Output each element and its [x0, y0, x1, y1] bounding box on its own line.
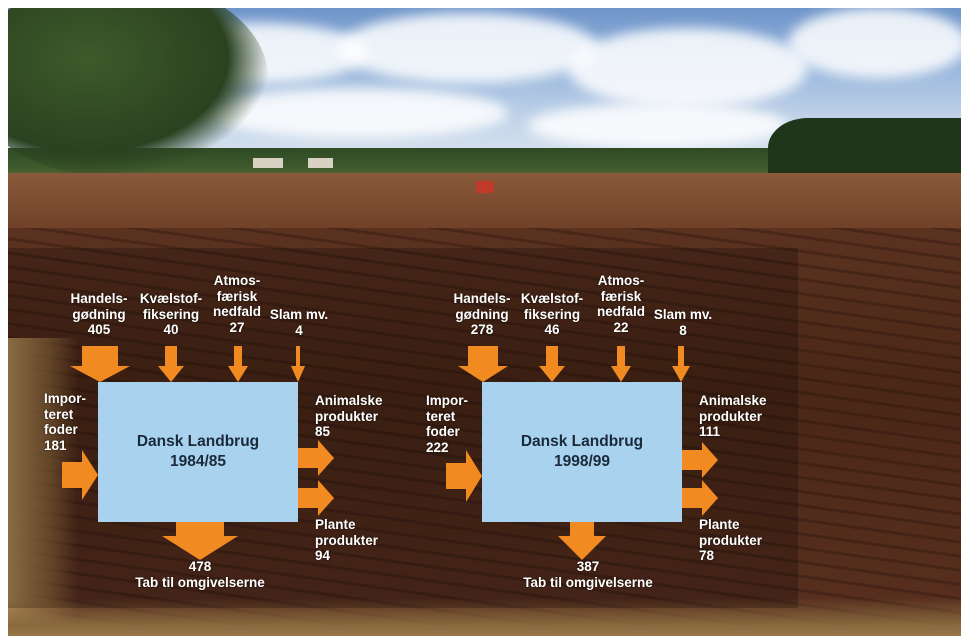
- arrow-foder-1: [62, 450, 98, 500]
- label-handelsgodning-1: Handels- gødning 405: [70, 291, 128, 337]
- box-title: Dansk Landbrug: [520, 433, 644, 450]
- dansk-landbrug-box-2: Dansk Landbrug 1998/99: [482, 382, 682, 522]
- label-animalske-2: Animalske produkter 111: [699, 393, 767, 439]
- arrow-foder-2: [446, 450, 482, 502]
- cloud: [568, 28, 808, 108]
- box-period: 1998/99: [553, 453, 611, 470]
- tractor: [476, 181, 494, 193]
- box-period: 1984/85: [169, 453, 227, 470]
- farmhouse: [253, 158, 283, 168]
- arrow-slam-2: [672, 346, 690, 382]
- arrow-animalske-2: [682, 442, 718, 478]
- arrow-nedfald-1: [228, 346, 248, 382]
- label-foder-1: Impor- teret foder 181: [44, 391, 86, 453]
- arrow-tab-1: [162, 522, 238, 560]
- arrow-kvaelstof-2: [539, 346, 565, 382]
- arrow-nedfald-2: [611, 346, 631, 382]
- label-plante-2: Plante produkter 78: [699, 517, 763, 563]
- cloud: [338, 13, 598, 83]
- label-nedfald-2: Atmos- færisk nedfald 22: [596, 273, 645, 335]
- label-nedfald-1: Atmos- færisk nedfald 27: [212, 273, 261, 335]
- grass: [8, 598, 961, 636]
- arrow-animalske-1: [298, 440, 334, 476]
- arrow-plante-2: [682, 480, 718, 516]
- arrow-handelsgodning-2: [458, 346, 508, 382]
- label-handelsgodning-2: Handels- gødning 278: [453, 291, 511, 337]
- label-plante-1: Plante produkter 94: [315, 517, 379, 563]
- arrow-handelsgodning-1: [70, 346, 130, 382]
- arrow-plante-1: [298, 480, 334, 516]
- arrow-slam-1: [291, 346, 305, 382]
- dansk-landbrug-box-1: Dansk Landbrug 1984/85: [98, 382, 298, 522]
- label-tab-1: 478 Tab til omgivelserne: [135, 559, 265, 590]
- cloud: [788, 8, 961, 78]
- arrow-kvaelstof-1: [158, 346, 184, 382]
- label-slam-1: Slam mv. 4: [269, 307, 329, 338]
- farmhouse: [308, 158, 333, 168]
- label-animalske-1: Animalske produkter 85: [315, 393, 383, 439]
- label-foder-2: Impor- teret foder 222: [426, 393, 468, 455]
- arrow-tab-2: [558, 522, 606, 560]
- label-kvaelstof-2: Kvælstof- fiksering 46: [520, 291, 584, 337]
- box-title: Dansk Landbrug: [136, 433, 260, 450]
- cloud: [528, 103, 788, 148]
- label-slam-2: Slam mv. 8: [653, 307, 713, 338]
- label-tab-2: 387 Tab til omgivelserne: [523, 559, 653, 590]
- label-kvaelstof-1: Kvælstof- fiksering 40: [139, 291, 203, 337]
